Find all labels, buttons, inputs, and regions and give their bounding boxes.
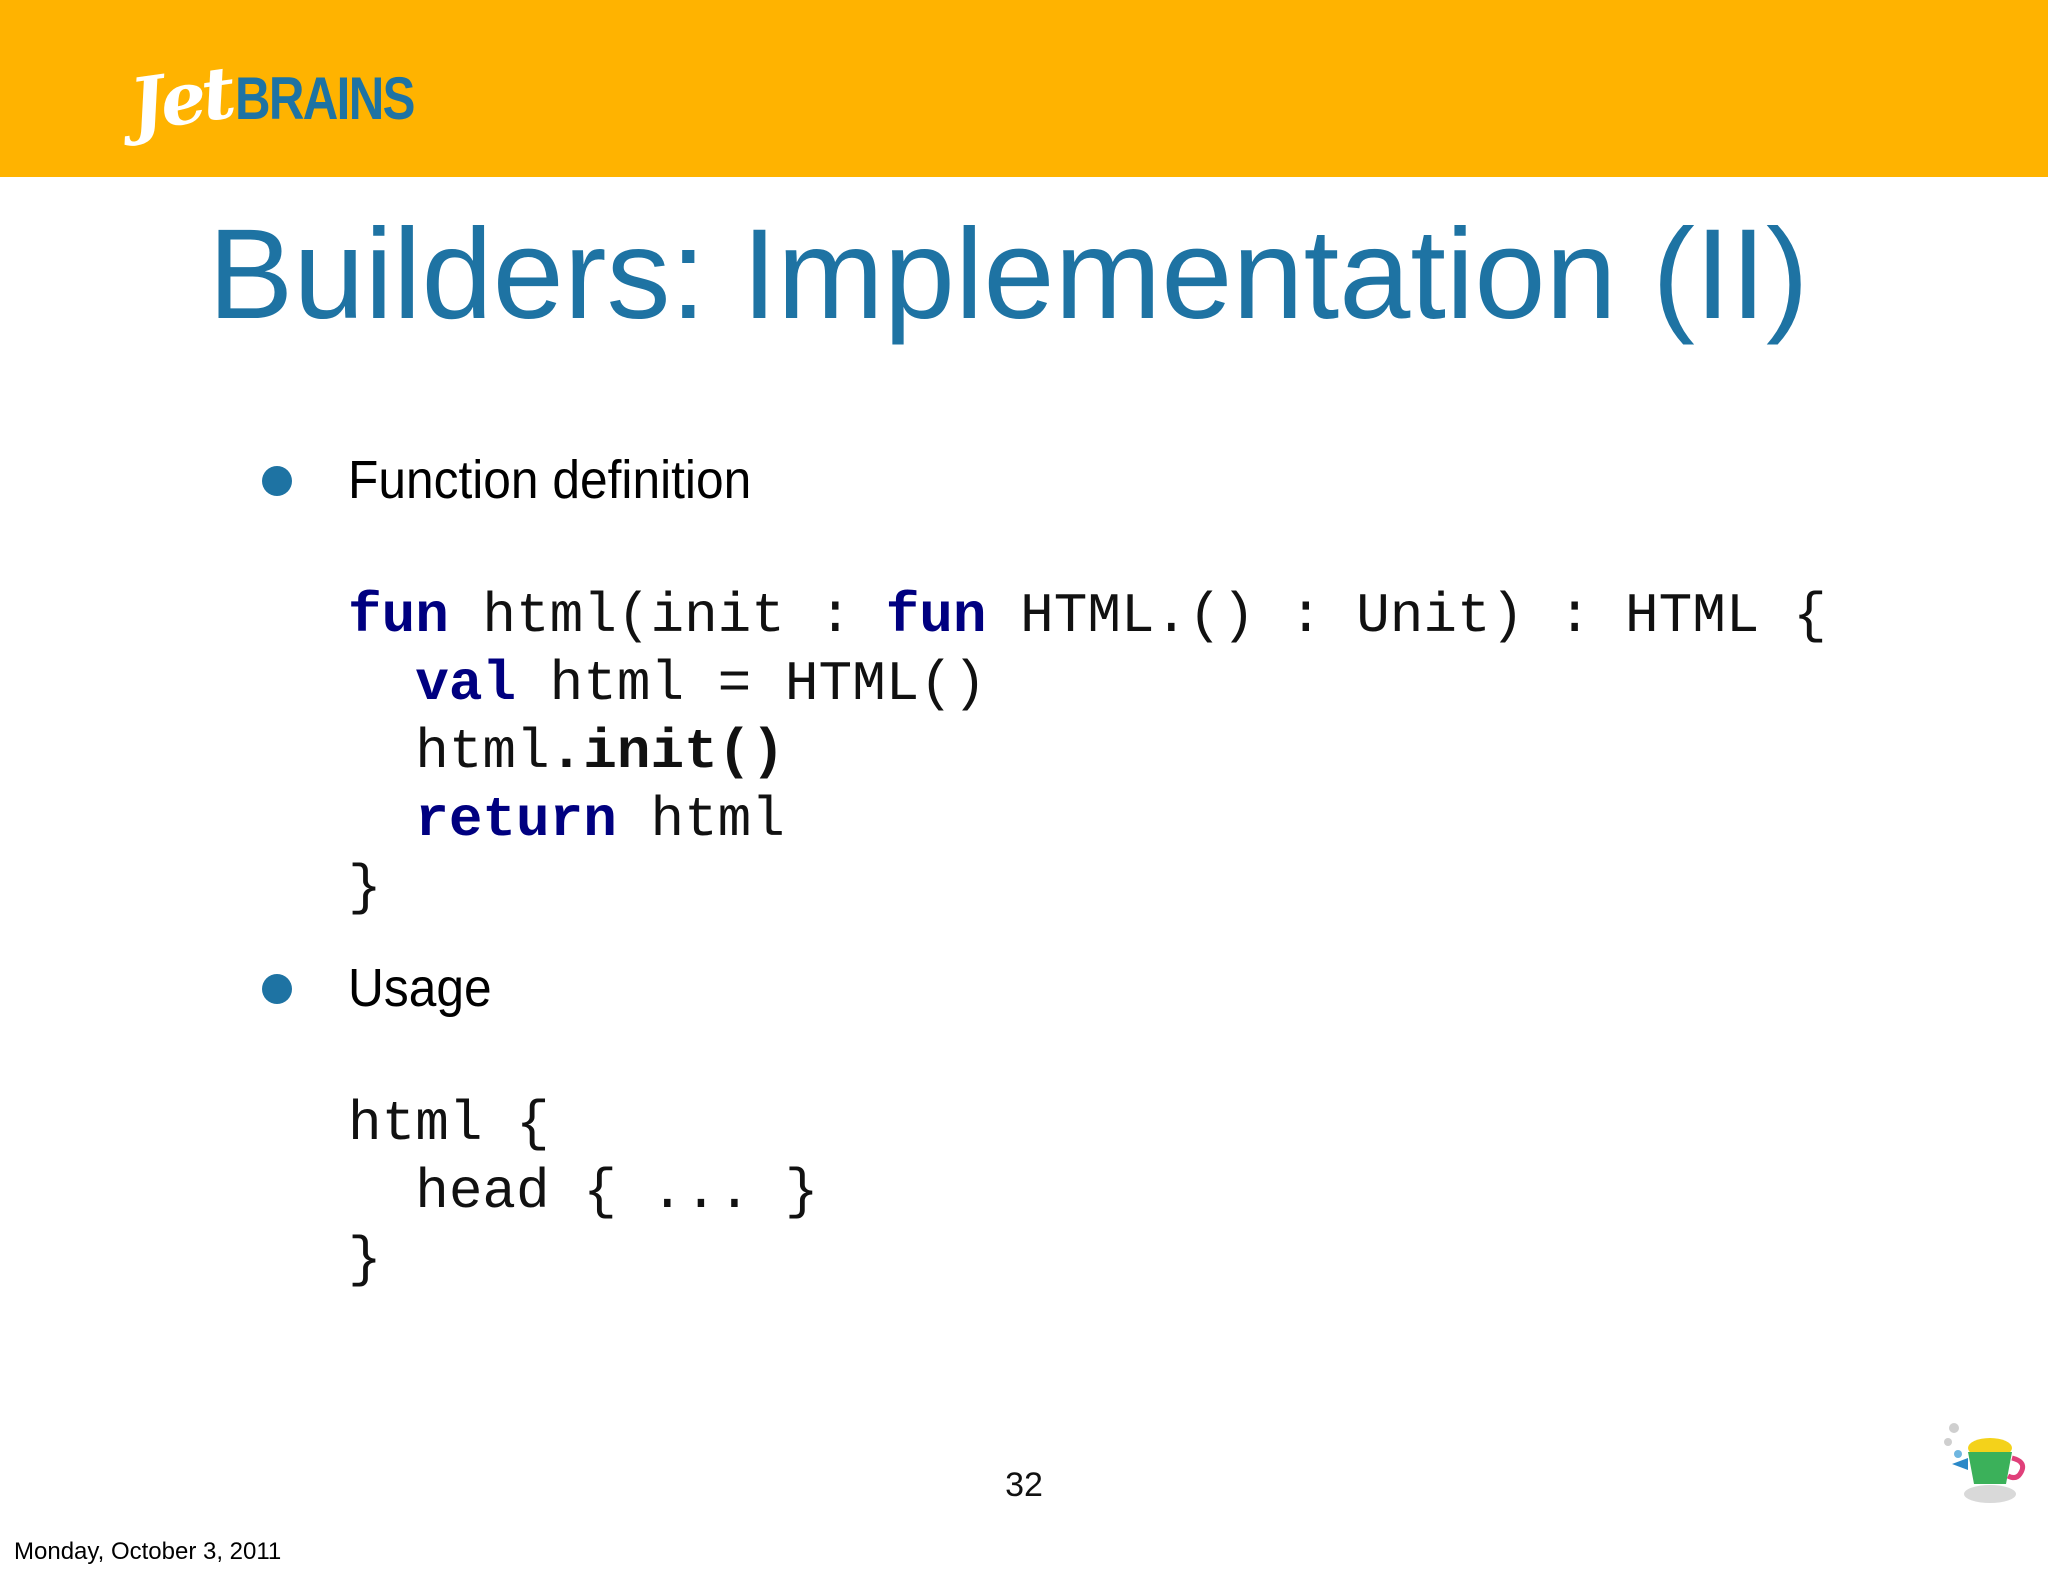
code-line: html.init() — [348, 720, 785, 784]
header-bar: Jet BRAINS — [0, 0, 2048, 177]
code-block-usage: html { head { ... } } — [348, 1090, 818, 1294]
code-keyword: fun — [885, 584, 987, 648]
code-text: html — [616, 788, 785, 852]
teapot-mascot-icon — [1944, 1423, 2026, 1503]
page-number: 32 — [1005, 1466, 1043, 1504]
code-keyword: return — [415, 788, 617, 852]
code-block-function-definition: fun html(init : fun HTML.() : Unit) : HT… — [348, 582, 1827, 922]
code-line: fun html(init : fun HTML.() : Unit) : HT… — [348, 584, 1827, 648]
bullet-icon — [262, 974, 292, 1004]
logo-jet-text: Jet — [124, 48, 237, 148]
bullet-label-function-definition: Function definition — [348, 450, 752, 510]
slide-title: Builders: Implementation (II) — [208, 203, 1809, 346]
jetbrains-logo: Jet BRAINS — [125, 48, 453, 148]
code-bold-text: .init() — [549, 720, 785, 784]
code-line: html { — [348, 1092, 550, 1156]
code-line: val html = HTML() — [348, 652, 987, 716]
code-keyword: fun — [348, 584, 449, 648]
code-line: } — [348, 1228, 382, 1292]
code-text: HTML.() : Unit) : HTML { — [986, 584, 1827, 648]
bullet-icon — [262, 466, 292, 496]
code-text: html — [415, 720, 550, 784]
code-text: html = HTML() — [516, 652, 987, 716]
code-line: head { ... } — [415, 1160, 819, 1224]
logo-brains-text: BRAINS — [235, 64, 415, 132]
code-keyword: val — [415, 652, 517, 716]
code-text: html(init : — [448, 584, 886, 648]
code-line: } — [348, 856, 382, 920]
bullet-label-usage: Usage — [348, 958, 492, 1018]
footer-date: Monday, October 3, 2011 — [14, 1538, 282, 1565]
code-line: return html — [348, 788, 785, 852]
